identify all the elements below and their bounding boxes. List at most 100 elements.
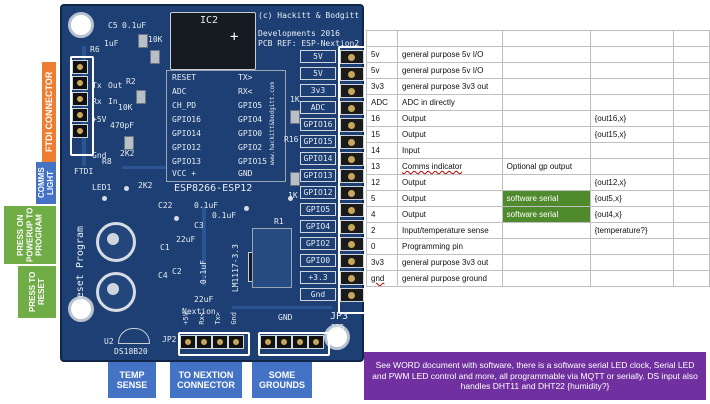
- table-cell: [501, 174, 591, 191]
- r10k-label: 10K: [148, 35, 163, 44]
- pin-pad: [281, 339, 287, 345]
- table-cell: [672, 30, 710, 47]
- table-cell: [672, 238, 710, 255]
- table-cell: 15: [366, 126, 398, 143]
- table-cell: [672, 62, 710, 79]
- ftdi-header: [70, 56, 94, 156]
- comms-light-label: COMMS LIGHT: [36, 162, 56, 204]
- pin-pad: [348, 156, 355, 163]
- ftdi-in-label: In: [108, 97, 118, 106]
- table-cell: [672, 190, 710, 207]
- c1k-label: 1K: [290, 95, 300, 104]
- ftdi-pin: [72, 76, 88, 90]
- ftdi-pin: [72, 92, 88, 106]
- right-pin-label: GPIO16: [300, 118, 336, 131]
- table-cell: 3v3: [366, 254, 398, 271]
- table-cell: Output: [396, 190, 503, 207]
- table-cell: [501, 222, 591, 239]
- pin-pad: [348, 71, 355, 78]
- c5-value: 0.1uF: [122, 21, 147, 30]
- table-cell: 0: [366, 238, 398, 255]
- right-pin: [340, 135, 364, 149]
- pcb-trace: [202, 206, 206, 286]
- table-cell: ADC: [366, 94, 398, 111]
- table-cell: [501, 142, 591, 159]
- table-cell: general purpose 5v I/O: [396, 62, 503, 79]
- pcb-via: [102, 196, 107, 201]
- table-cell: [589, 254, 674, 271]
- reset-button[interactable]: [96, 272, 136, 312]
- table-cell: general purpose ground: [396, 270, 503, 287]
- table-cell: [501, 126, 591, 143]
- jp3-label: JP3: [330, 311, 349, 322]
- table-cell: [672, 46, 710, 63]
- ftdi-pin: [72, 60, 88, 74]
- r6-label: R6: [90, 45, 100, 54]
- gnd-label: GND: [278, 313, 293, 322]
- table-cell: 5v: [366, 62, 398, 79]
- esp-pin-gpio15: GPIO15: [238, 157, 267, 166]
- right-pin: [340, 152, 364, 166]
- table-cell: general purpose 3v3 out: [396, 254, 503, 271]
- table-row: [366, 30, 710, 47]
- esp-pin-gpio2: GPIO2: [238, 143, 263, 152]
- temp-sense-label: TEMP SENSE: [108, 362, 156, 398]
- c5-label: C5: [108, 21, 118, 30]
- c3-label: C3: [194, 221, 204, 230]
- esp-pin-gpio16: GPIO16: [172, 115, 201, 124]
- right-pin-label: GPIO13: [300, 169, 336, 182]
- table-cell: {out12,x}: [589, 174, 674, 191]
- pin-pad: [217, 339, 223, 345]
- c2k2-label: 2K2: [120, 149, 135, 158]
- right-pin: [340, 50, 364, 64]
- table-cell: 5v: [366, 46, 398, 63]
- table-cell: [672, 254, 710, 271]
- program-button[interactable]: [96, 222, 136, 262]
- table-cell: Output: [396, 126, 503, 143]
- pin-pad: [348, 122, 355, 129]
- copyright-text: (c) Hackitt & Bodgitt: [258, 11, 360, 20]
- pin-pad: [348, 224, 355, 231]
- software-note: See WORD document with software, there i…: [364, 352, 706, 400]
- table-cell: [501, 78, 591, 95]
- right-pin: [340, 203, 364, 217]
- smd-component: [290, 110, 300, 124]
- table-cell: [501, 254, 591, 271]
- c01-label: 0.1uF: [194, 201, 219, 210]
- table-cell: [589, 30, 674, 47]
- table-cell: 3v3: [366, 78, 398, 95]
- pcb-trace: [82, 46, 86, 166]
- ground-header: [258, 332, 330, 356]
- to-nextion-label: TO NEXTION CONNECTOR: [170, 362, 242, 398]
- ftdi-pin-5v: +5V: [92, 115, 107, 124]
- smd-component: [150, 50, 160, 64]
- table-cell: [589, 238, 674, 255]
- ds18b20-label: DS18B20: [114, 347, 148, 356]
- right-pin-label: Gnd: [300, 288, 336, 301]
- pin-pad: [313, 339, 319, 345]
- pcb-via: [244, 206, 249, 211]
- table-cell: gnd: [366, 270, 398, 287]
- table-cell: Comms indicator: [396, 158, 503, 175]
- table-cell: [501, 62, 591, 79]
- esp-pin-adc: ADC: [172, 87, 187, 96]
- c1uf-label: 1uF: [104, 39, 119, 48]
- smd-component: [138, 34, 148, 48]
- ic2-label: IC2: [200, 15, 219, 26]
- ftdi-label: FTDI: [74, 167, 94, 176]
- right-pin: [340, 271, 364, 285]
- table-cell: Optional gp output: [501, 158, 591, 175]
- r16-label: R16: [284, 135, 299, 144]
- right-pin: [340, 237, 364, 251]
- ds18b20-sensor: [118, 328, 150, 344]
